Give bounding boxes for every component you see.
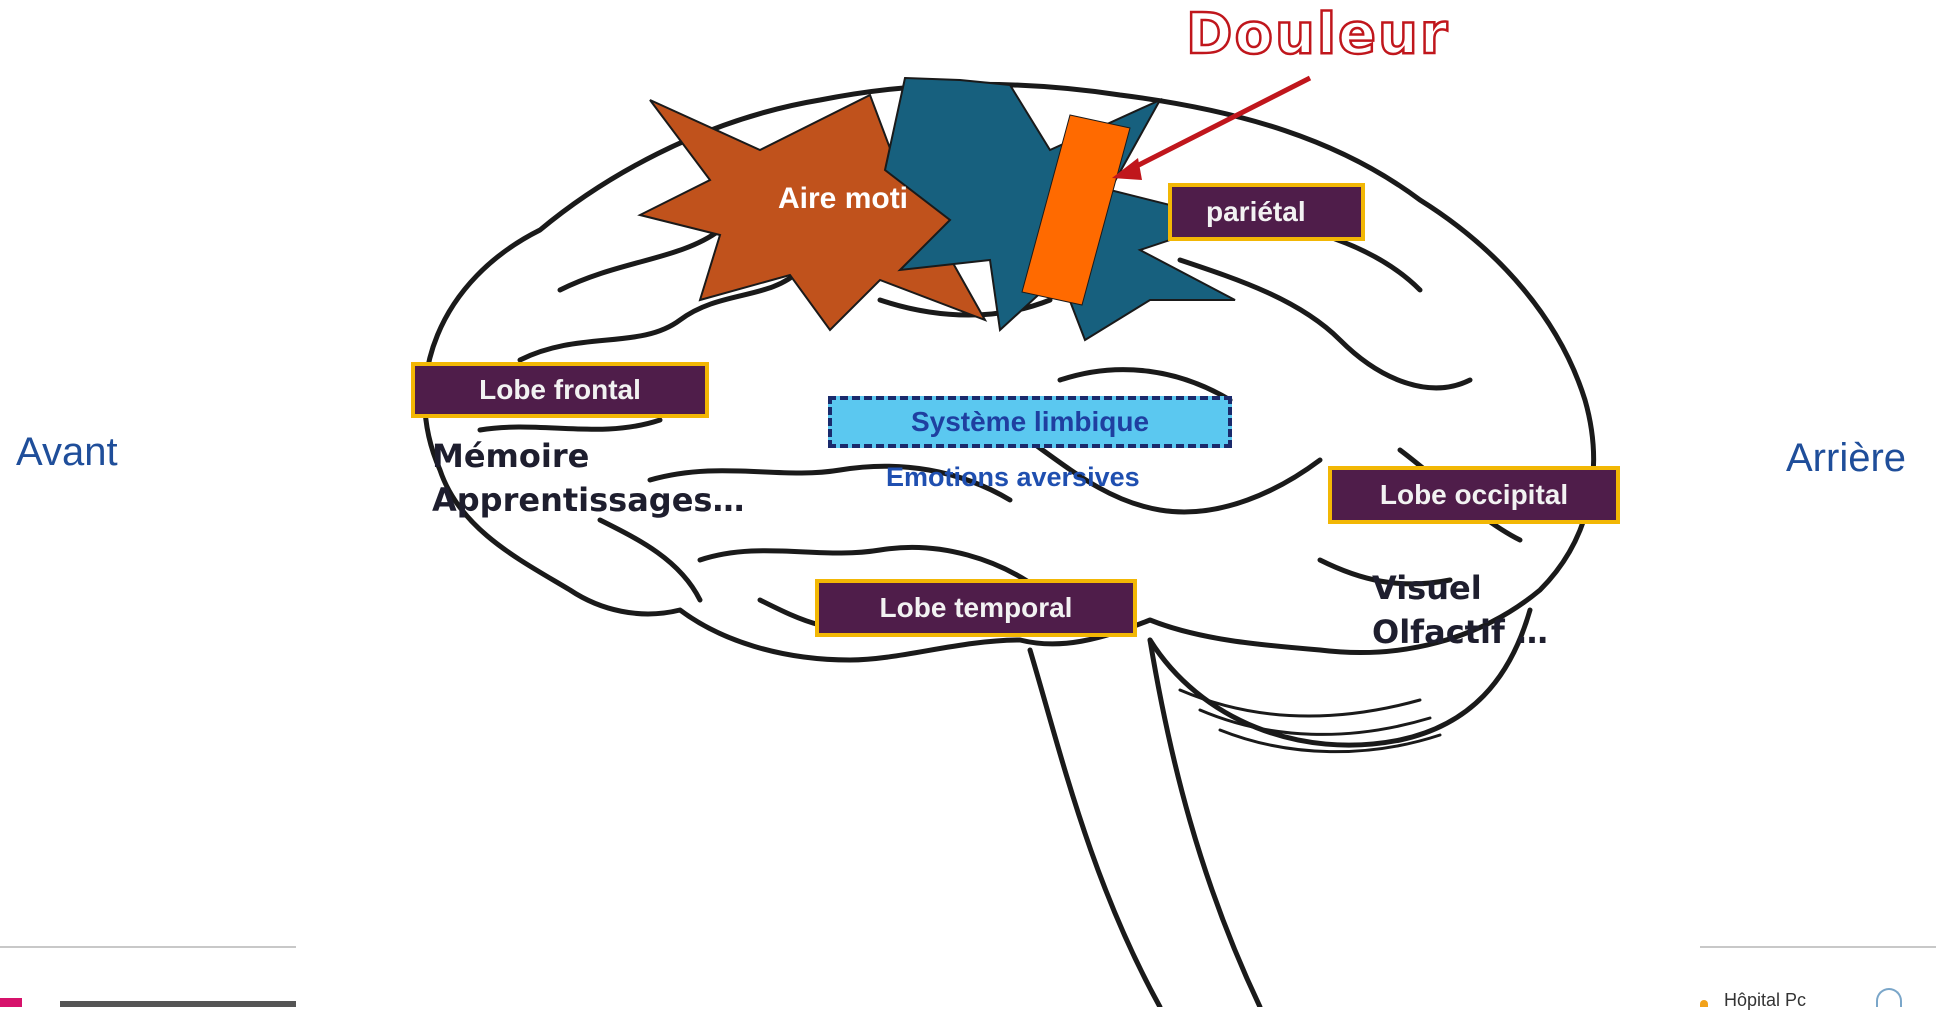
function-olfactory: Olfactif … xyxy=(1372,610,1548,654)
function-visual: Visuel xyxy=(1372,566,1548,610)
footer-logo-left xyxy=(0,998,22,1007)
occipital-functions: Visuel Olfactif … xyxy=(1372,566,1548,654)
temporal-lobe-label: Lobe temporal xyxy=(815,579,1137,637)
pain-title: Douleur xyxy=(1186,2,1449,67)
function-learning: Apprentissages… xyxy=(432,478,744,522)
front-label: Avant xyxy=(16,430,118,475)
footer-divider-right xyxy=(1700,946,1936,948)
frontal-functions: Mémoire Apprentissages… xyxy=(432,434,744,522)
limbic-subtitle: Emotions aversives xyxy=(886,462,1140,493)
limbic-system-label: Système limbique xyxy=(828,396,1232,448)
frontal-lobe-label: Lobe frontal xyxy=(411,362,709,418)
footer-logo-icon xyxy=(1876,988,1902,1007)
footer-dot-icon xyxy=(1700,1000,1708,1007)
motor-area-label: Aire moti xyxy=(778,182,908,216)
arrowhead-icon xyxy=(1112,158,1142,180)
parietal-lobe-label: pariétal xyxy=(1168,183,1365,241)
footer-hospital-text: Hôpital Pc xyxy=(1724,990,1806,1011)
function-memory: Mémoire xyxy=(432,434,744,478)
occipital-lobe-label: Lobe occipital xyxy=(1328,466,1620,524)
footer-logo-text-left xyxy=(60,1001,296,1007)
back-label: Arrière xyxy=(1786,436,1906,481)
footer-divider-left xyxy=(0,946,296,948)
